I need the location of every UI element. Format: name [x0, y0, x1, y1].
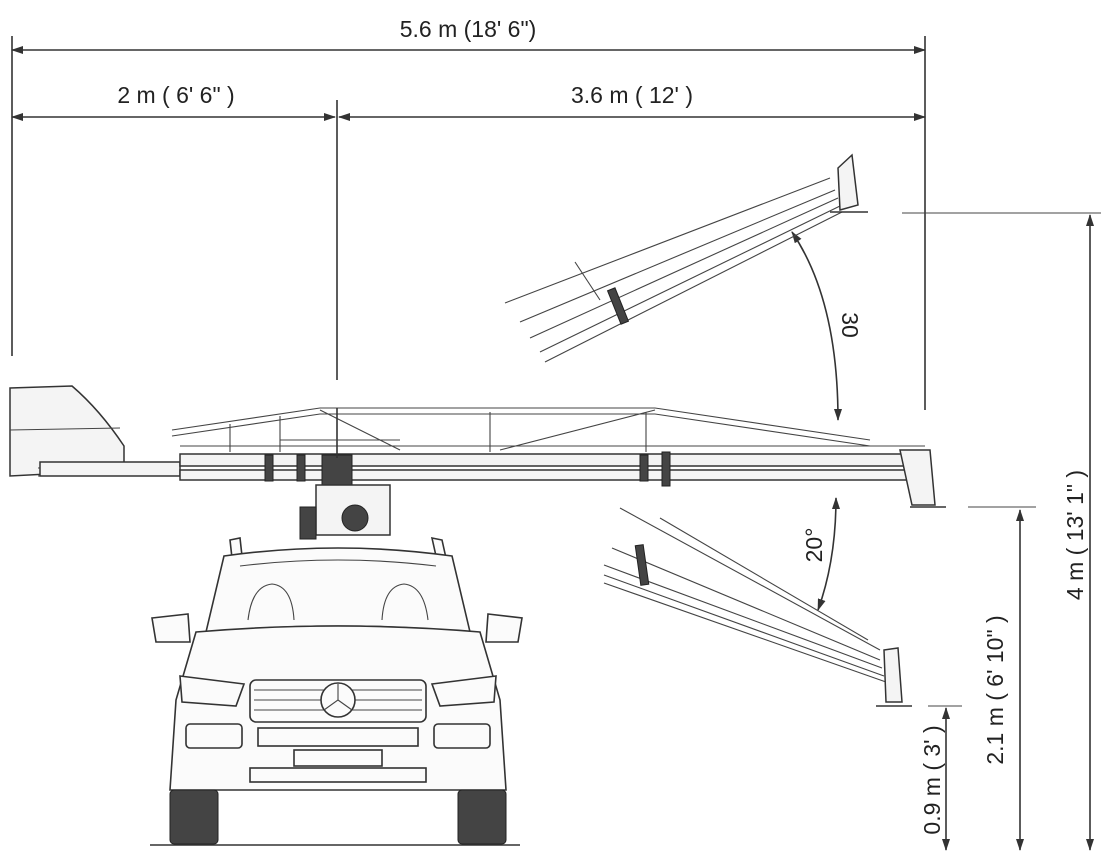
crane-arm-horizontal — [39, 407, 946, 508]
mid-height-label: 2.1 m ( 6' 10" ) — [982, 615, 1008, 764]
rear-length-dimension: 2 m ( 6' 6" ) — [11, 82, 338, 380]
down-angle-label: 20° — [801, 528, 827, 563]
total-length-label: 5.6 m (18' 6") — [400, 16, 537, 42]
low-height-dimension: 0.9 m ( 3' ) — [919, 705, 962, 851]
crane-arm-up-position — [504, 153, 868, 363]
rear-length-label: 2 m ( 6' 6" ) — [117, 82, 234, 108]
low-height-label: 0.9 m ( 3' ) — [919, 725, 945, 834]
max-height-label: 4 m ( 13' 1" ) — [1062, 470, 1088, 600]
total-length-dimension: 5.6 m (18' 6") — [11, 16, 926, 410]
up-angle-label: 30 — [837, 312, 863, 338]
down-angle-indicator: 20° — [801, 497, 840, 611]
up-angle-indicator: 30 — [791, 231, 863, 421]
mid-height-dimension: 2.1 m ( 6' 10" ) — [968, 506, 1036, 851]
crane-pivot-mount — [280, 408, 400, 540]
suv-vehicle — [150, 536, 523, 846]
front-length-dimension: 3.6 m ( 12' ) — [338, 82, 926, 121]
front-length-label: 3.6 m ( 12' ) — [571, 82, 693, 108]
max-height-dimension: 4 m ( 13' 1" ) — [902, 212, 1101, 851]
crane-arm-down-position — [603, 507, 912, 707]
